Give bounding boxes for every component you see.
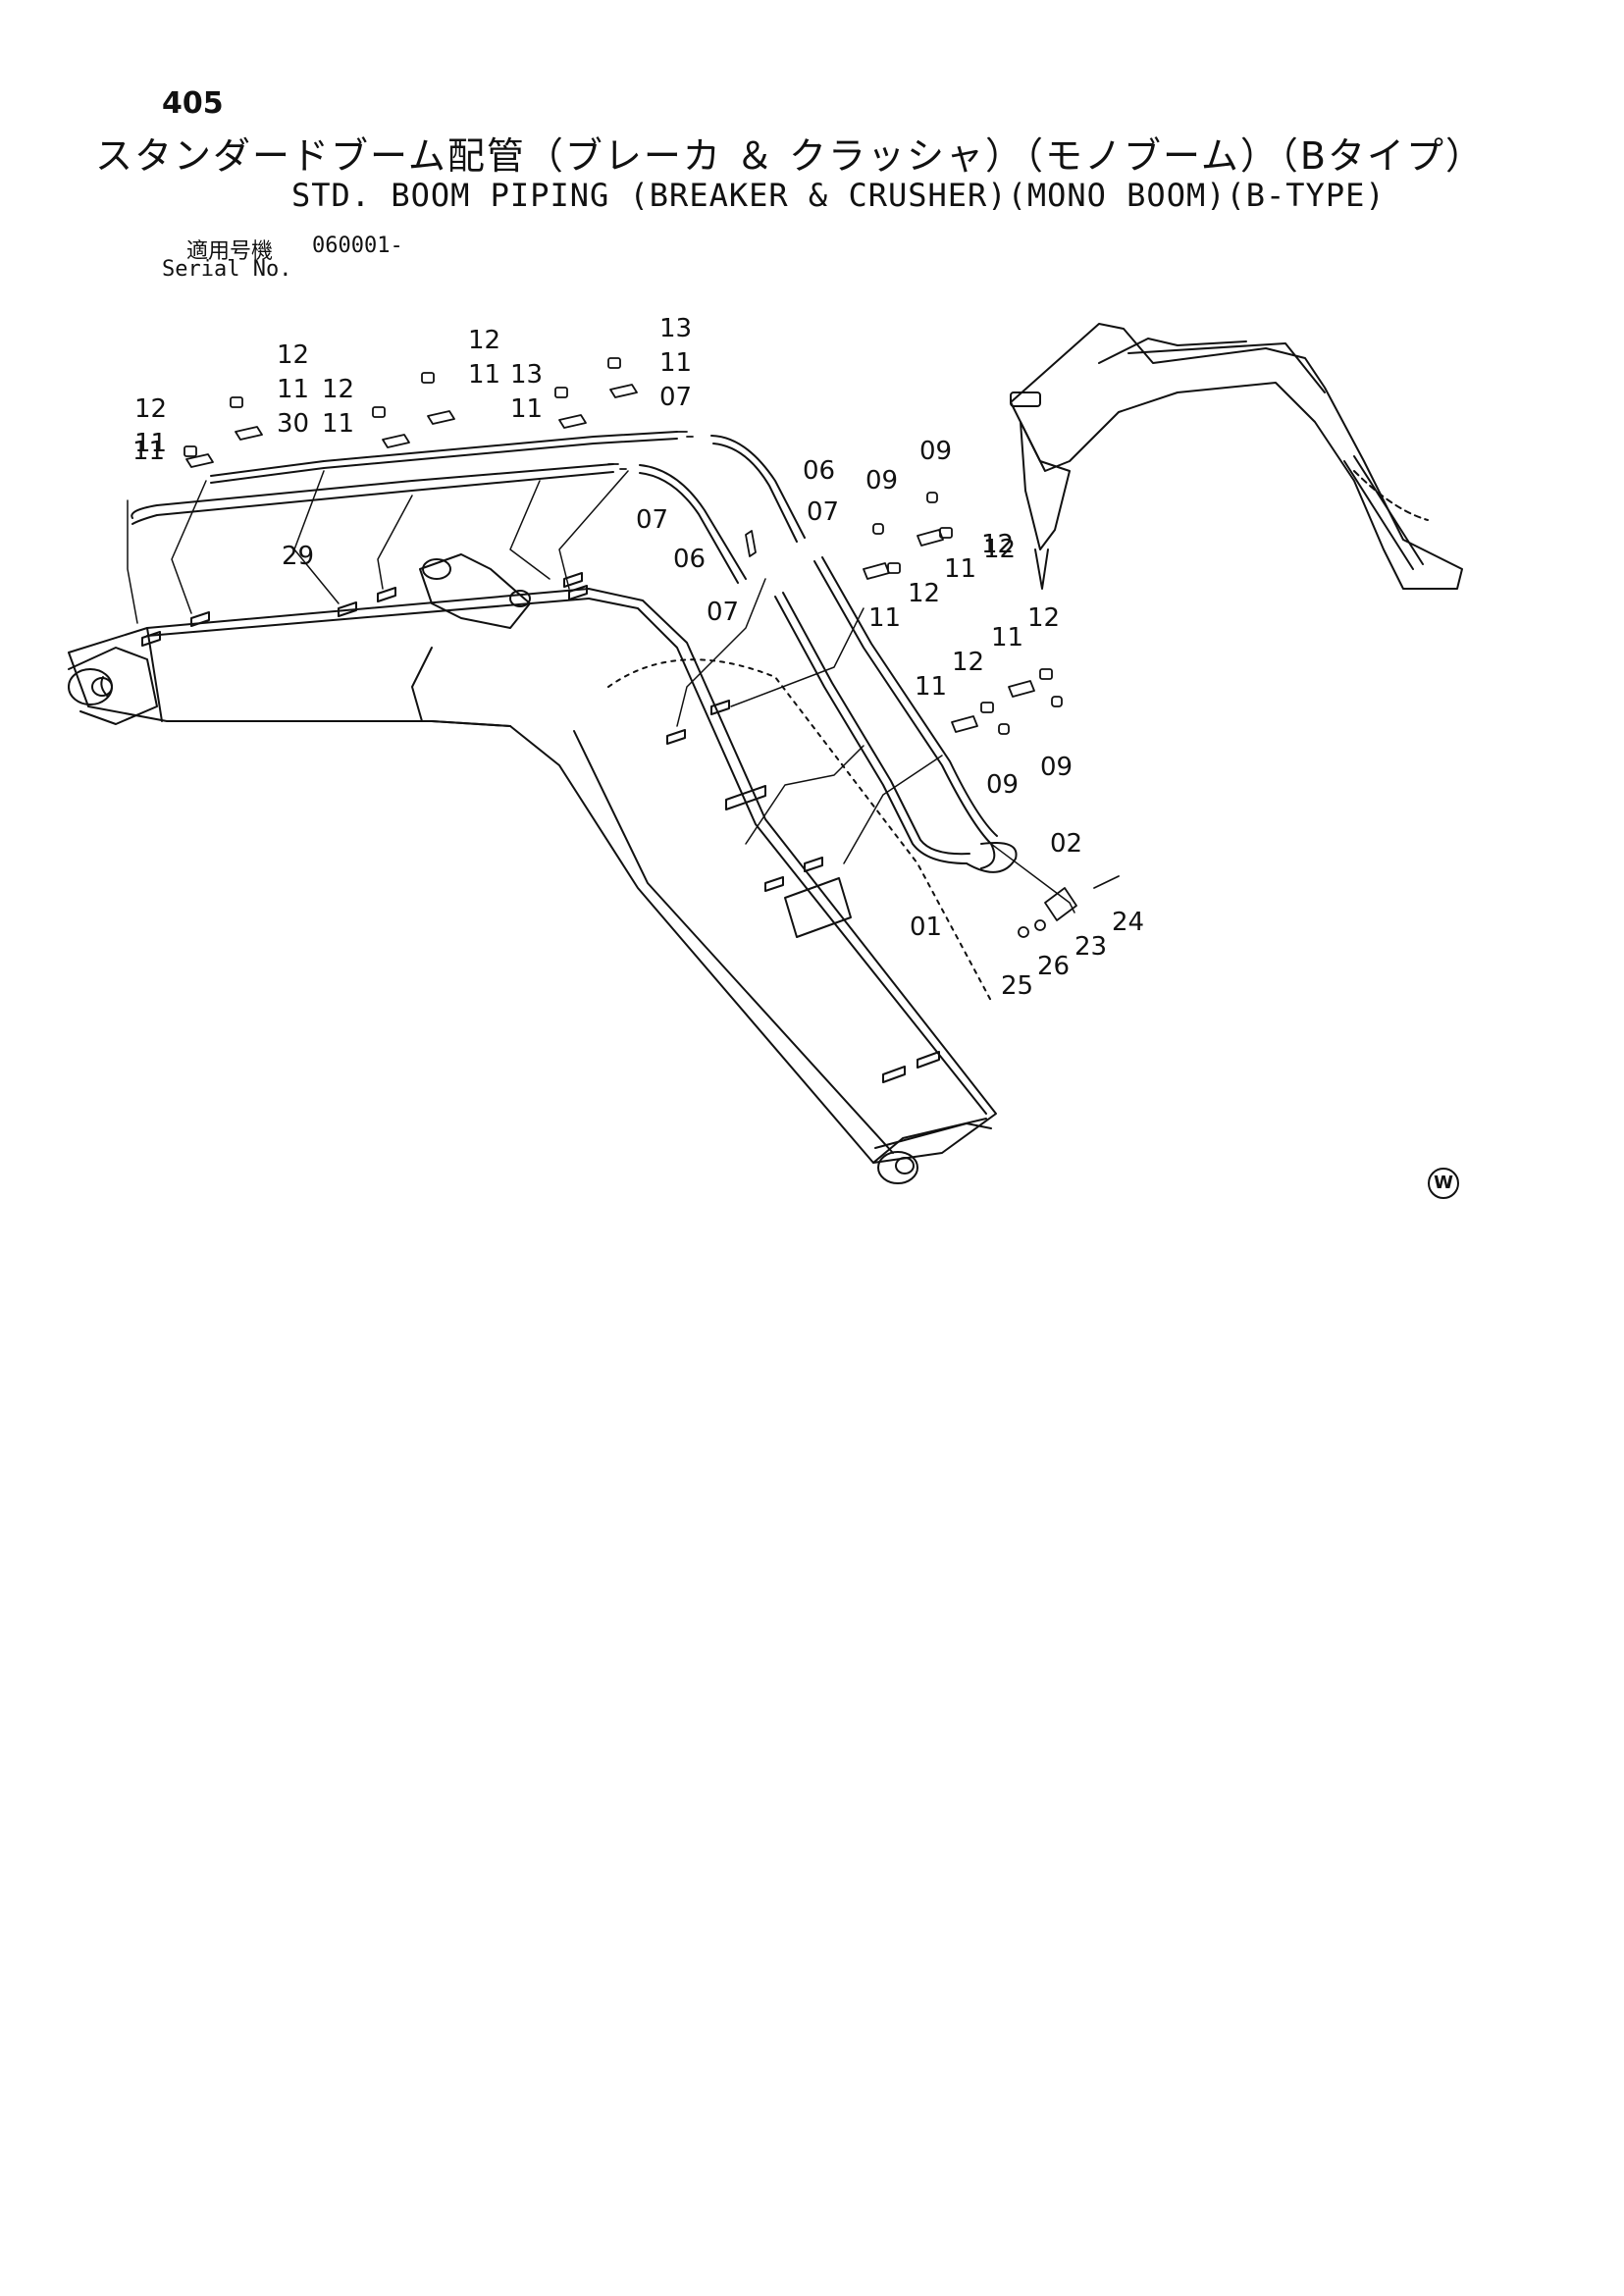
callout-11: 11 xyxy=(132,437,165,466)
callout-02: 02 xyxy=(1050,829,1082,859)
hardware-parts xyxy=(183,357,1120,938)
callout-12: 12 xyxy=(952,648,984,677)
callout-24: 24 xyxy=(1112,908,1144,937)
serial-label-japanese: 適用号機 xyxy=(186,239,274,264)
callout-12: 12 xyxy=(322,375,354,404)
page-title-english: STD. BOOM PIPING (BREAKER & CRUSHER)(MON… xyxy=(291,177,1386,214)
callout-09: 09 xyxy=(919,437,952,466)
serial-number-value: 060001- xyxy=(312,234,403,258)
callout-11: 11 xyxy=(277,375,309,404)
u-bend xyxy=(966,842,1018,873)
callout-11: 11 xyxy=(134,429,167,458)
callout-13: 13 xyxy=(659,314,692,343)
callout-06: 06 xyxy=(673,545,706,574)
callout-12: 12 xyxy=(908,579,940,608)
callout-11: 11 xyxy=(915,672,947,702)
callout-12: 12 xyxy=(468,326,500,355)
pipe-02 xyxy=(813,556,998,869)
boom-body xyxy=(68,588,997,1164)
hose-06-lower xyxy=(639,464,747,584)
callout-26: 26 xyxy=(1037,952,1070,981)
callout-11: 11 xyxy=(659,348,692,378)
callout-25: 25 xyxy=(1001,971,1033,1001)
callout-06: 06 xyxy=(803,456,835,486)
callout-01: 01 xyxy=(910,913,942,942)
pipe-30 xyxy=(210,431,678,484)
hose-06-upper xyxy=(710,435,806,543)
callout-12: 12 xyxy=(981,530,1014,559)
callout-29: 29 xyxy=(282,542,314,571)
callout-07: 07 xyxy=(707,598,739,627)
callout-12: 12 xyxy=(134,394,167,424)
boom-foot-pin xyxy=(68,647,158,725)
callout-11: 11 xyxy=(510,394,543,424)
callout-11: 11 xyxy=(322,409,354,439)
callout-12: 12 xyxy=(1027,603,1060,633)
callout-23: 23 xyxy=(1074,932,1107,962)
callout-labels: 12 11 30 12 11 12 11 29 12 11 13 11 13 1… xyxy=(132,314,1144,1001)
boom-clamps xyxy=(141,572,940,1083)
callout-11: 11 xyxy=(868,603,901,633)
boom-piping-diagram: 12 11 30 12 11 12 11 29 12 11 13 11 13 1… xyxy=(68,314,1463,1184)
callout-07: 07 xyxy=(659,383,692,412)
pipe-29 xyxy=(131,463,614,525)
callout-30: 30 xyxy=(277,409,309,439)
w-mark-symbol: W xyxy=(1428,1168,1459,1199)
callout-09: 09 xyxy=(865,466,898,496)
boom-top-pin xyxy=(874,1122,992,1184)
leader-lines xyxy=(127,470,1075,913)
callout-07: 07 xyxy=(807,497,839,527)
pipe-01 xyxy=(774,592,970,864)
cylinder-bracket xyxy=(419,553,531,629)
callout-11: 11 xyxy=(468,360,500,390)
page-number: 405 xyxy=(162,86,224,121)
callout-07: 07 xyxy=(636,505,668,535)
serial-label-english: Serial No. xyxy=(162,257,292,282)
callout-12: 12 xyxy=(277,340,309,370)
callout-09: 09 xyxy=(986,770,1019,800)
callout-11: 11 xyxy=(944,554,976,584)
callout-13: 13 xyxy=(510,360,543,390)
excavator-inset xyxy=(1010,323,1463,590)
callout-12: 12 xyxy=(983,535,1016,564)
page-title-japanese: スタンダードブーム配管（ブレーカ ＆ クラッシャ）（モノブーム）（Bタイプ） xyxy=(95,134,1485,178)
callout-11: 11 xyxy=(991,623,1023,652)
callout-09: 09 xyxy=(1040,753,1073,782)
